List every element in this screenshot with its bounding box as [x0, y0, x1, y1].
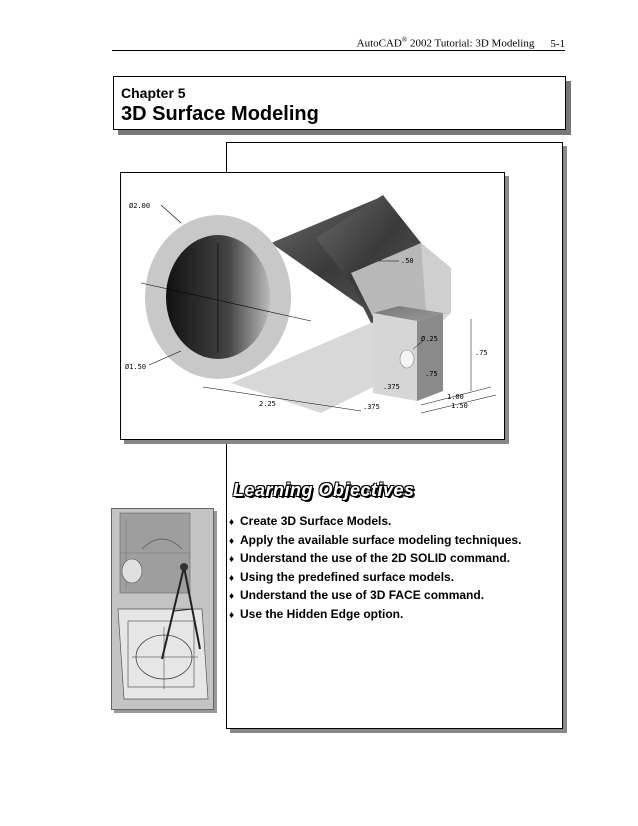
diamond-bullet-icon: ♦ — [229, 609, 235, 621]
page-number: 5-1 — [550, 37, 565, 50]
objective-text: Create 3D Surface Models. — [240, 514, 392, 528]
small-hole — [399, 349, 415, 369]
dim-width-inner: 1.00 — [447, 393, 464, 401]
dim-width-outer: 1.50 — [451, 402, 468, 410]
objective-text: Understand the use of 3D FACE command. — [240, 588, 485, 602]
dim-hole-diameter: Ø.25 — [421, 335, 438, 343]
block-front — [373, 313, 417, 401]
diamond-bullet-icon: ♦ — [229, 572, 235, 584]
objective-text: Use the Hidden Edge option. — [240, 606, 404, 621]
objective-item: ♦ Understand the use of the 2D SOLID comm… — [229, 550, 521, 569]
dim-hole-offset-top: .75 — [425, 370, 438, 378]
dim-top-offset: .50 — [401, 257, 414, 265]
objective-item: ♦ Apply the available surface modeling te… — [229, 532, 521, 551]
objective-item: ♦ Using the predefined surface models. — [229, 569, 521, 588]
dim-hole-offset-side: .375 — [383, 383, 400, 391]
dim-inner-diameter: Ø1.50 — [125, 363, 146, 371]
learning-objectives-list: ♦ Create 3D Surface Models. ♦ Apply the av… — [229, 513, 521, 624]
header-text: AutoCAD® 2002 Tutorial: 3D Modeling 5-1 — [357, 36, 565, 50]
diamond-bullet-icon: ♦ — [229, 535, 235, 547]
chapter-title: 3D Surface Modeling — [121, 103, 319, 125]
objective-text: Understand the use of the 2D SOLID comma… — [240, 551, 511, 565]
objective-item: ♦ Understand the use of 3D FACE command. — [229, 587, 521, 606]
block-side — [417, 313, 443, 401]
part-drawing-figure: Ø2.00 Ø1.50 .50 Ø.25 .75 .75 .375 2.25 .… — [120, 172, 505, 440]
dim-length: 2.25 — [259, 400, 276, 408]
diamond-bullet-icon: ♦ — [229, 554, 235, 565]
header-title-suffix: 2002 Tutorial: 3D Modeling — [407, 37, 535, 50]
objective-item: ♦ Use the Hidden Edge option. — [229, 606, 521, 625]
compass-drawing-icon — [112, 509, 213, 709]
chapter-label: Chapter 5 — [121, 85, 186, 101]
diamond-bullet-icon: ♦ — [229, 517, 235, 528]
web-side — [421, 243, 451, 313]
center-line — [140, 282, 312, 322]
learning-objectives-title: Learning Objectives — [233, 480, 415, 500]
objective-text: Apply the available surface modeling tec… — [240, 532, 522, 547]
registered-mark: ® — [401, 36, 408, 44]
objective-item: ♦ Create 3D Surface Models. — [229, 513, 521, 532]
diamond-bullet-icon: ♦ — [229, 591, 235, 602]
dim-base-thickness: .375 — [363, 403, 380, 411]
running-header: AutoCAD® 2002 Tutorial: 3D Modeling 5-1 — [112, 36, 565, 51]
objective-text: Using the predefined surface models. — [240, 569, 455, 584]
dim-outer-diameter: Ø2.00 — [129, 202, 150, 210]
chapter-heading-box: Chapter 5 3D Surface Modeling — [113, 76, 566, 130]
header-title-prefix: AutoCAD — [356, 37, 402, 50]
block-top — [373, 306, 443, 321]
drafting-compass-illustration — [111, 508, 214, 710]
dim-height: .75 — [475, 349, 488, 357]
isometric-part-drawing: Ø2.00 Ø1.50 .50 Ø.25 .75 .75 .375 2.25 .… — [125, 195, 497, 414]
